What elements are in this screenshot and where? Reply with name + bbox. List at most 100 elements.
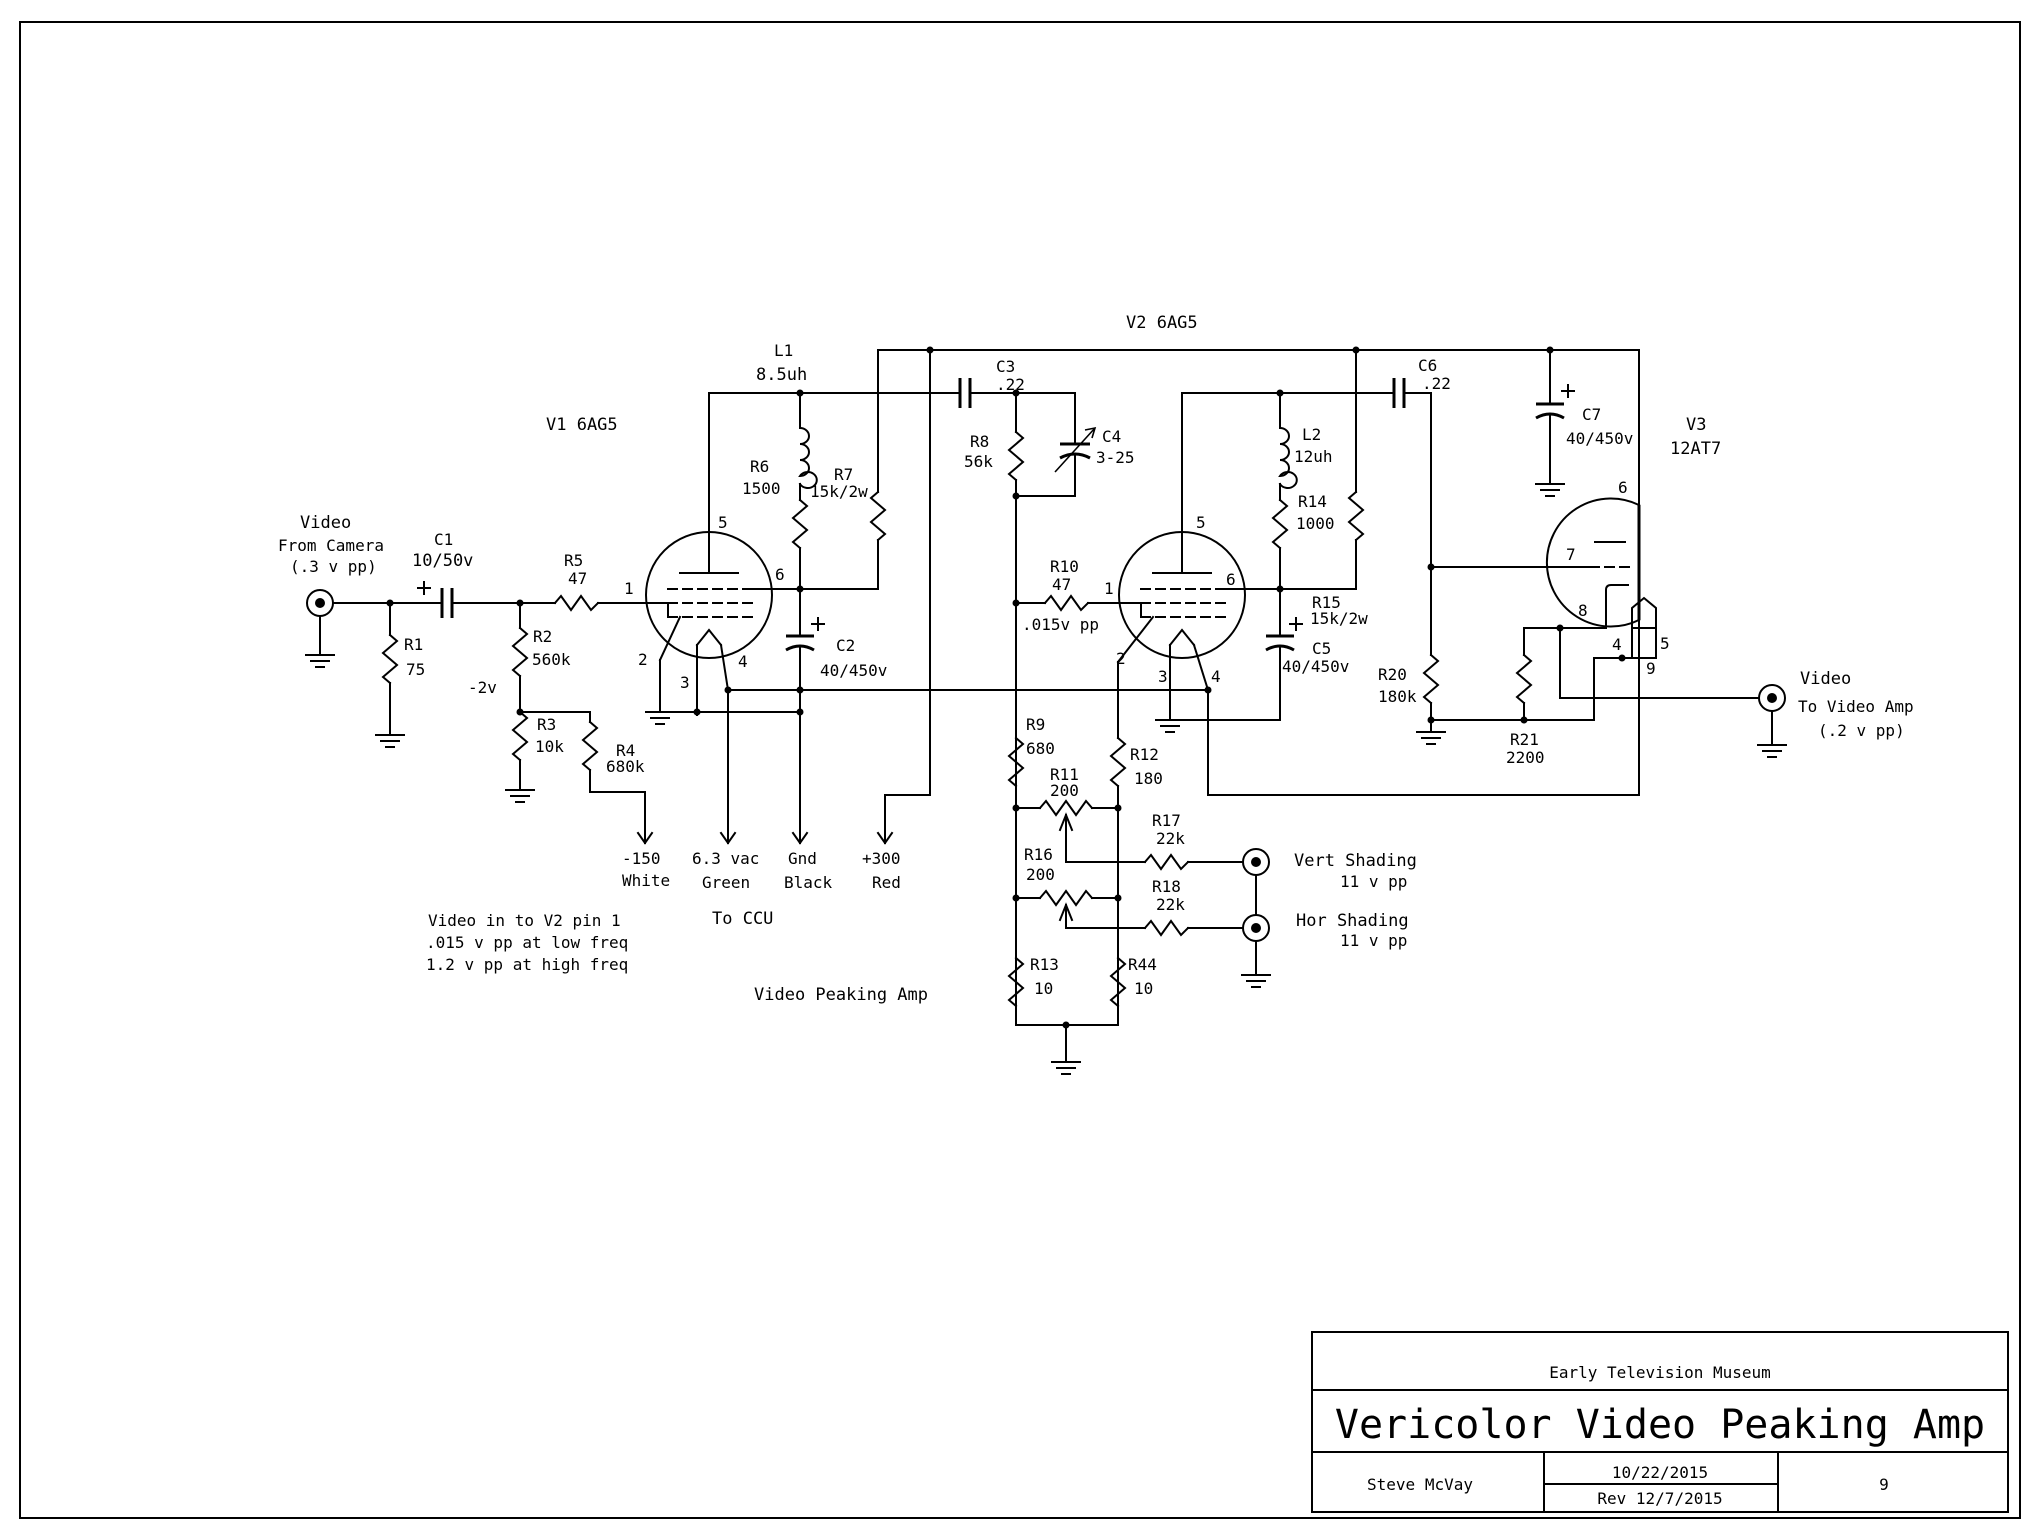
resistor-r44 (1109, 956, 1127, 1008)
ccu-black: Black (784, 873, 833, 892)
l2-label: L2 (1302, 425, 1321, 444)
neg2v-label: -2v (468, 678, 497, 697)
resistor-r7 (869, 349, 1640, 590)
r2-label: R2 (533, 627, 552, 646)
r12-value: 180 (1134, 769, 1163, 788)
r20-value: 180k (1378, 687, 1417, 706)
output-label-2: To Video Amp (1798, 697, 1914, 716)
diagram-caption: Video Peaking Amp (754, 985, 928, 1005)
v2-pin-6: 6 (1226, 570, 1236, 589)
resistor-r1 (375, 602, 405, 748)
r3-label: R3 (537, 715, 556, 734)
r44-label: R44 (1128, 955, 1157, 974)
tube-v3 (1545, 487, 1657, 629)
note-line-1: Video in to V2 pin 1 (428, 911, 621, 930)
capacitor-c7 (1535, 349, 1575, 497)
r18-label: R18 (1152, 877, 1181, 896)
output-label-1: Video (1800, 669, 1851, 689)
r20-label: R20 (1378, 665, 1407, 684)
tube-v1 (645, 531, 801, 716)
title-block-title: Vericolor Video Peaking Amp (1335, 1402, 1985, 1448)
v2-pin-1: 1 (1104, 579, 1114, 598)
r13-value: 10 (1034, 979, 1053, 998)
resistor-r17 (1143, 853, 1243, 871)
r12-label: R12 (1130, 745, 1159, 764)
capacitor-c6 (1392, 378, 1432, 656)
v1-pin-6: 6 (775, 565, 785, 584)
v3-pin-6: 6 (1618, 478, 1628, 497)
v1-pin-4: 4 (738, 652, 748, 671)
title-block-rev: Rev 12/7/2015 (1597, 1489, 1722, 1508)
v1-label: V1 6AG5 (546, 415, 618, 435)
l2-value: 12uh (1294, 447, 1333, 466)
r14-label: R14 (1298, 492, 1327, 511)
capacitor-c5 (1265, 588, 1303, 721)
title-block-author: Steve McVay (1367, 1475, 1473, 1494)
hor-shading-label: Hor Shading (1296, 911, 1409, 931)
input-label-3: (.3 v pp) (290, 557, 377, 576)
r16-label: R16 (1024, 845, 1053, 864)
resistor-r8 (1007, 392, 1025, 1026)
r7-value: 15k/2w (810, 482, 868, 501)
r1-value: 75 (406, 660, 425, 679)
c6-value: .22 (1422, 374, 1451, 393)
resistor-r9 (1007, 736, 1025, 788)
r13-label: R13 (1030, 955, 1059, 974)
l1-value: 8.5uh (756, 365, 807, 385)
r17-label: R17 (1152, 811, 1181, 830)
capacitor-c3 (958, 378, 1076, 408)
v2-pin-3: 3 (1158, 667, 1168, 686)
l1-label: L1 (774, 341, 793, 360)
capacitor-c1 (417, 581, 521, 618)
c5-label: C5 (1312, 639, 1331, 658)
v2-pin-5: 5 (1196, 513, 1206, 532)
r1-label: R1 (404, 635, 423, 654)
vert-shading-label: Vert Shading (1294, 851, 1417, 871)
resistor-r12 (1109, 661, 1127, 1026)
resistor-r21 (1515, 653, 1533, 721)
r14-value: 1000 (1296, 514, 1335, 533)
resistor-r3 (505, 710, 535, 803)
r15-value: 15k/2w (1310, 609, 1368, 628)
v1-pin-3: 3 (680, 673, 690, 692)
r10-value: 47 (1052, 575, 1071, 594)
ccu-gnd: Gnd (788, 849, 817, 868)
sheet-border (19, 21, 2021, 1519)
title-block-date: 10/22/2015 (1612, 1463, 1708, 1482)
output-connector (1757, 684, 1787, 758)
v3-label: V3 (1686, 415, 1706, 435)
tube-v2 (1116, 531, 1281, 721)
c3-value: .22 (996, 375, 1025, 394)
r21-label: R21 (1510, 730, 1539, 749)
v3-type: 12AT7 (1670, 439, 1721, 459)
c7-value: 40/450v (1566, 429, 1633, 448)
resistor-r13 (1007, 956, 1025, 1008)
c3-label: C3 (996, 357, 1015, 376)
r17-value: 22k (1156, 829, 1185, 848)
input-label-2: From Camera (278, 536, 384, 555)
v2-label: V2 6AG5 (1126, 313, 1198, 333)
r4-value: 680k (606, 757, 645, 776)
resistor-r18 (1143, 919, 1243, 937)
r16-value: 200 (1026, 865, 1055, 884)
v2-pin-2: 2 (1116, 649, 1126, 668)
ccu-red: Red (872, 873, 901, 892)
v3-pin-8: 8 (1578, 601, 1588, 620)
r7-label: R7 (834, 465, 853, 484)
r11-label: R11 (1050, 765, 1079, 784)
ccu-plus300: +300 (862, 849, 901, 868)
resistor-r15 (1347, 349, 1365, 590)
v3-pin-5: 5 (1660, 634, 1670, 653)
r18-value: 22k (1156, 895, 1185, 914)
r10-label: R10 (1050, 557, 1079, 576)
v1-pin-1: 1 (624, 579, 634, 598)
ccu-green: Green (702, 873, 750, 892)
r2-value: 560k (532, 650, 571, 669)
r5-value: 47 (568, 569, 587, 588)
potentiometer-r11 (1015, 799, 1146, 863)
ccu-minus150: -150 (622, 849, 661, 868)
v1-pin-5: 5 (718, 513, 728, 532)
r21-value: 2200 (1506, 748, 1545, 767)
input-connector (305, 589, 335, 668)
ccu-white: White (622, 871, 670, 890)
